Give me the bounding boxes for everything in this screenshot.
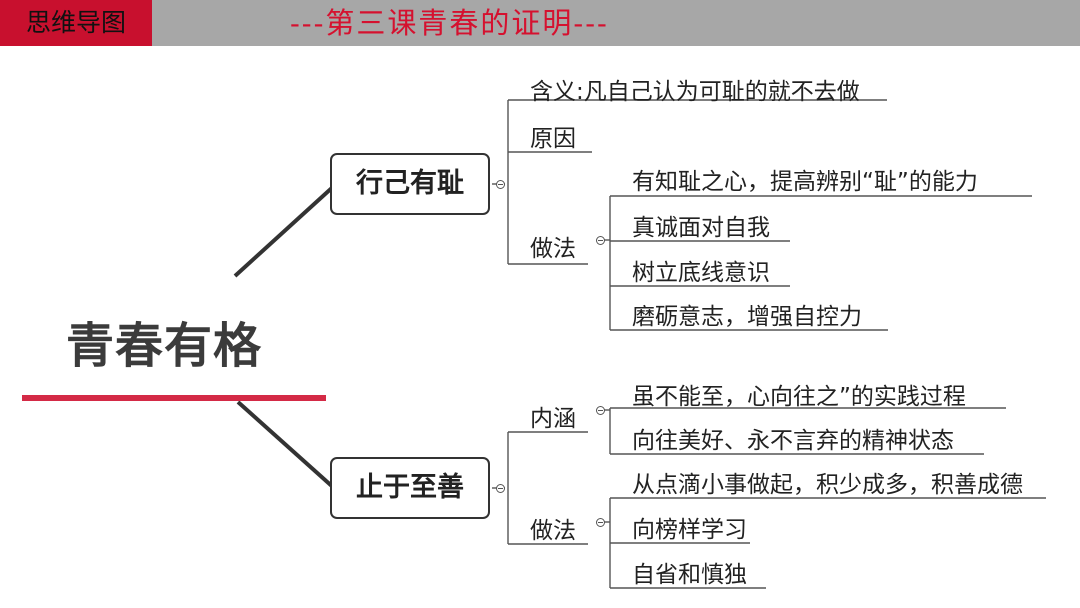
- branch-2-method: 做法: [530, 518, 576, 544]
- branch-1-reason: 原因: [530, 126, 576, 152]
- branch-2-connotation-item-2: 向往美好、永不言弃的精神状态: [632, 428, 954, 454]
- collapse-toggle-icon[interactable]: [496, 180, 505, 189]
- root-to-branch2-line: [236, 400, 336, 490]
- collapse-toggle-icon[interactable]: [596, 518, 605, 527]
- root-topic: 青春有格: [66, 318, 263, 374]
- collapse-toggle-icon[interactable]: [596, 406, 605, 415]
- branch-1-method-item-2: 真诚面对自我: [632, 215, 770, 241]
- branch-2-node[interactable]: 止于至善: [330, 457, 490, 519]
- branch-2-connotation: 内涵: [530, 406, 576, 432]
- lesson-title: ---第三课青春的证明---: [290, 6, 609, 40]
- collapse-toggle-icon[interactable]: [496, 484, 505, 493]
- branch-1-method-item-4: 磨砺意志，增强自控力: [632, 304, 862, 330]
- branch-1-method-item-1: 有知耻之心，提高辨别“耻”的能力: [632, 169, 978, 195]
- branch-1-method: 做法: [530, 236, 576, 262]
- mind-map-tag: 思维导图: [0, 0, 152, 46]
- root-to-branch1-line: [233, 184, 336, 278]
- mind-map-panel: [0, 46, 1080, 608]
- branch-2-method-item-2: 向榜样学习: [632, 517, 747, 543]
- branch-2-connotation-item-1: 虽不能至，心向往之”的实践过程: [632, 384, 966, 410]
- branch-2-method-item-1: 从点滴小事做起，积少成多，积善成德: [632, 472, 1023, 498]
- branch-1-node[interactable]: 行己有耻: [330, 153, 490, 215]
- collapse-toggle-icon[interactable]: [596, 236, 605, 245]
- branch-1-method-item-3: 树立底线意识: [632, 260, 770, 286]
- branch-2-method-item-3: 自省和慎独: [632, 562, 747, 588]
- header-bar: 思维导图 ---第三课青春的证明---: [0, 0, 1080, 46]
- branch-1-meaning: 含义:凡自己认为可耻的就不去做: [530, 79, 860, 105]
